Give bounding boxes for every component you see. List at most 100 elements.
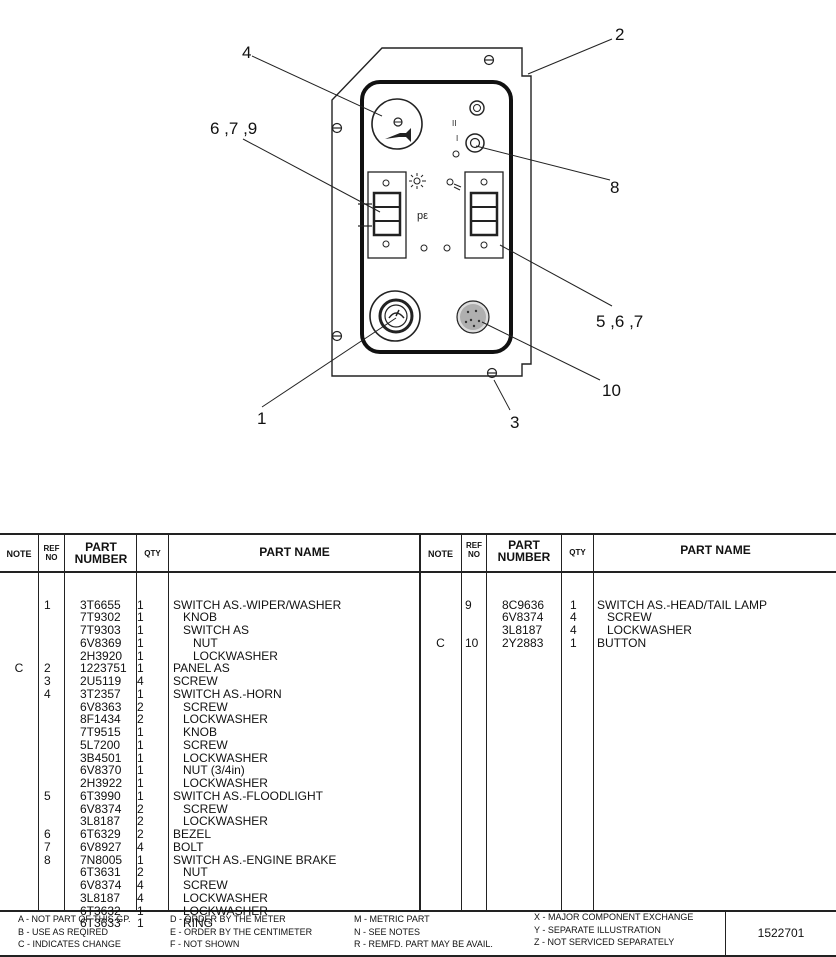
cell-qty: 4 bbox=[137, 890, 144, 905]
header-qty-right: QTY bbox=[569, 548, 586, 557]
panel-mid-glyph: pε bbox=[417, 210, 428, 222]
button-part-icon bbox=[456, 300, 490, 334]
panel-bezel bbox=[360, 80, 513, 354]
header-part-number-right: PART NUMBER bbox=[497, 538, 551, 564]
cell-part-number: 8F1434 bbox=[80, 712, 121, 727]
cell-part-name: SWITCH AS.-HEAD/TAIL LAMP bbox=[597, 597, 768, 612]
head-tail-lamp-rocker-switch-icon bbox=[464, 171, 504, 259]
cell-part-number: 6V8363 bbox=[80, 699, 122, 714]
cell-qty: 2 bbox=[137, 814, 144, 829]
legend-item: B - USE AS REQIRED bbox=[18, 926, 109, 937]
cell-part-name: PANEL AS bbox=[173, 661, 230, 676]
legend-item: Z - NOT SERVICED SEPARATELY bbox=[534, 937, 675, 947]
cell-part-number: 7T9515 bbox=[80, 725, 121, 739]
header-ref-no-right: REF NO bbox=[466, 541, 482, 559]
cell-part-number: 2H3922 bbox=[80, 776, 123, 790]
header-note-right: NOTE bbox=[427, 549, 453, 559]
svg-text:II: II bbox=[452, 119, 456, 128]
legend-item: C - INDICATES CHANGE bbox=[18, 939, 121, 949]
callout-2: 2 bbox=[615, 25, 624, 44]
callout-6-7-9: 6 ,7 ,9 bbox=[210, 119, 257, 138]
leader-lines bbox=[242, 38, 613, 411]
cell-qty: 2 bbox=[137, 712, 144, 727]
cell-qty: 2 bbox=[137, 699, 144, 714]
legend-item: Y - SEPARATE ILLUSTRATION bbox=[534, 924, 661, 935]
horn-switch-icon bbox=[371, 98, 423, 150]
cell-part-name: SCREW bbox=[173, 878, 228, 892]
cell-part-name: LOCKWASHER bbox=[597, 623, 692, 637]
cell-part-number: 6T6329 bbox=[80, 827, 121, 841]
cell-part-name: LOCKWASHER bbox=[173, 712, 268, 727]
cell-ref-no: 9 bbox=[465, 597, 472, 612]
cell-part-number: 1223751 bbox=[80, 661, 127, 676]
callout-3: 3 bbox=[510, 413, 519, 432]
header-ref-no: REF NO bbox=[43, 544, 60, 562]
legend-item: F - NOT SHOWN bbox=[170, 939, 240, 949]
table-row: 6 6T6329 2 BEZEL bbox=[0, 828, 419, 841]
cell-ref-no: 6 bbox=[44, 827, 51, 841]
cell-ref-no: 3 bbox=[44, 674, 51, 688]
floodlight-rocker-switch-icon bbox=[358, 171, 407, 259]
floodlight-symbol-icon bbox=[409, 173, 426, 189]
cell-qty: 1 bbox=[137, 763, 144, 778]
cell-note: C bbox=[14, 661, 24, 676]
cell-qty: 1 bbox=[137, 648, 144, 663]
cell-qty: 1 bbox=[137, 903, 144, 918]
cell-part-number: 2H3920 bbox=[80, 648, 123, 663]
cell-part-name: SCREW bbox=[173, 674, 218, 688]
cell-part-name: KNOB bbox=[173, 610, 218, 625]
cell-part-number: 6T3632 bbox=[80, 903, 121, 918]
cell-ref-no: 5 bbox=[44, 788, 51, 803]
cell-part-name: BEZEL bbox=[173, 827, 212, 841]
cell-qty: 4 bbox=[137, 674, 144, 688]
legend-item: R - REMFD. PART MAY BE AVAIL. bbox=[354, 939, 493, 949]
header-part-name: PART NAME bbox=[259, 545, 330, 559]
table-row: 2H3920 1 LOCKWASHER bbox=[0, 648, 419, 663]
cell-part-number: 6T3633 bbox=[80, 916, 121, 931]
callout-1: 1 bbox=[257, 409, 266, 428]
cell-part-number: 6V8374 bbox=[80, 801, 122, 816]
cell-part-name: NUT bbox=[173, 865, 208, 880]
cell-qty: 1 bbox=[137, 661, 144, 676]
cell-qty: 4 bbox=[137, 839, 144, 854]
cell-ref-no: 4 bbox=[44, 686, 51, 701]
cell-part-name: SWITCH AS bbox=[173, 623, 250, 637]
cell-qty: 2 bbox=[137, 827, 144, 841]
cell-qty: 2 bbox=[137, 865, 144, 880]
cell-part-name: LOCKWASHER bbox=[173, 750, 268, 765]
cell-part-name: SWITCH AS.-FLOODLIGHT bbox=[173, 788, 324, 803]
panel-indicator-icon bbox=[420, 244, 451, 252]
document-number: 1522701 bbox=[725, 911, 836, 955]
legend-item: E - ORDER BY THE CENTIMETER bbox=[170, 926, 313, 937]
wiper-washer-switch-icon bbox=[369, 290, 421, 342]
cell-part-name: RING bbox=[173, 916, 214, 931]
cell-part-name: SWITCH AS.-HORN bbox=[173, 686, 282, 701]
cell-qty: 1 bbox=[137, 737, 144, 752]
panel-plate-outline bbox=[331, 47, 532, 377]
cell-part-name: SWITCH AS.-ENGINE BRAKE bbox=[173, 852, 337, 867]
header-qty: QTY bbox=[144, 549, 161, 558]
cell-qty: 1 bbox=[137, 623, 144, 637]
legend-col-1: A - NOT PART OF THIS GP. B - USE AS REQI… bbox=[18, 913, 131, 951]
cell-part-name: LOCKWASHER bbox=[173, 648, 278, 663]
header-part-number: PART NUMBER bbox=[74, 540, 128, 566]
cell-part-number: 8C9636 bbox=[502, 597, 545, 612]
cell-qty: 1 bbox=[570, 635, 577, 650]
cell-qty: 1 bbox=[137, 635, 144, 650]
